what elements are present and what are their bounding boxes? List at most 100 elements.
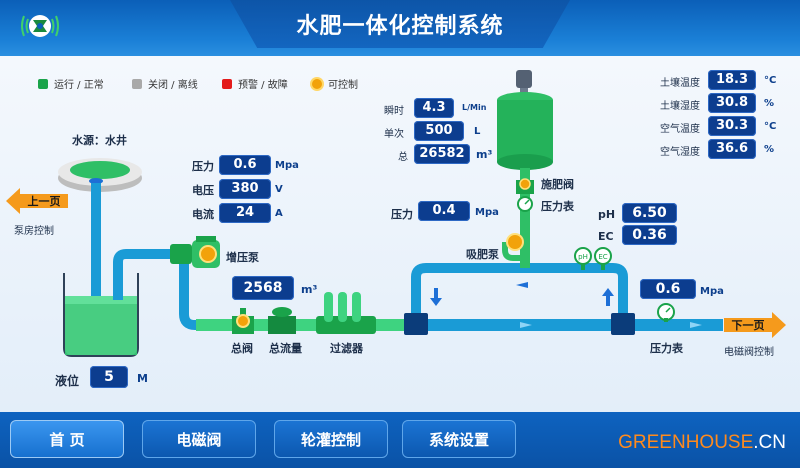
- instant-flow-value: 4.3: [414, 98, 454, 118]
- right-arrow-icon: [724, 312, 786, 338]
- next-page-caption: 电磁阀控制: [724, 347, 774, 358]
- fertilizer-tank-icon: [497, 70, 553, 170]
- pump-voltage-value: 380: [219, 179, 271, 199]
- nav-home-button[interactable]: 首 页: [10, 420, 124, 458]
- filter-icon: [316, 292, 376, 334]
- total-fert-label: 总: [398, 152, 408, 163]
- env-unit: %: [764, 144, 775, 155]
- ph-sensor-icon: pH: [574, 247, 592, 270]
- pump-pressure-unit: Mpa: [275, 160, 299, 171]
- suction-pressure-value: 0.4: [418, 201, 470, 221]
- suction-pressure-label: 压力: [391, 208, 413, 221]
- ec-sensor-icon: EC: [594, 247, 612, 270]
- water-source-label: 水源：水井: [72, 134, 127, 147]
- level-value: 5: [90, 366, 128, 388]
- pump-current-unit: A: [275, 208, 283, 219]
- greenhouse-logo-icon: [18, 6, 62, 46]
- legend-alarm: 预警 / 故障: [222, 76, 288, 91]
- main-flow-label: 总流量: [269, 342, 302, 355]
- single-flow-label: 单次: [384, 129, 404, 140]
- legend-label: 可控制: [328, 80, 358, 91]
- booster-pump-icon: [170, 236, 220, 268]
- outlet-pressure-unit: Mpa: [700, 286, 724, 297]
- legend-label: 运行 / 正常: [54, 80, 104, 91]
- legend-closed: 关闭 / 离线: [132, 76, 198, 91]
- ph-label: pH: [598, 208, 616, 221]
- fertilizer-valve-icon: [516, 178, 534, 194]
- page-title: 水肥一体化控制系统: [296, 14, 504, 39]
- single-flow-unit: L: [474, 126, 481, 137]
- nav-settings-button[interactable]: 系统设置: [402, 420, 516, 458]
- ec-sensor-text: EC: [598, 253, 607, 261]
- suction-pump-icon: [502, 233, 524, 261]
- suction-pump-label: 吸肥泵: [466, 248, 499, 261]
- next-page-button[interactable]: 下一页: [724, 312, 786, 338]
- next-page-label: 下一页: [731, 319, 765, 332]
- level-unit: M: [137, 372, 148, 385]
- pump-voltage-unit: V: [275, 184, 283, 195]
- main-valve-label: 总阀: [231, 342, 253, 355]
- env-label: 土壤湿度: [660, 101, 700, 112]
- total-fert-unit: m³: [476, 148, 493, 161]
- pump-pressure-label: 压力: [192, 160, 214, 173]
- legend-label: 关闭 / 离线: [148, 80, 198, 91]
- legend-controllable-swatch: [312, 78, 322, 89]
- fertilizer-pressure-gauge-icon: [517, 196, 533, 212]
- filter-label: 过滤器: [330, 342, 363, 355]
- legend-running-swatch: [38, 78, 48, 89]
- env-value: 36.6: [708, 139, 756, 159]
- total-fert-value: 26582: [414, 144, 470, 164]
- pump-voltage-label: 电压: [192, 184, 214, 197]
- single-flow-value: 500: [414, 121, 464, 141]
- env-value: 30.3: [708, 116, 756, 136]
- prev-page-label: 上一页: [27, 195, 61, 208]
- env-label: 空气湿度: [660, 147, 700, 158]
- legend-running: 运行 / 正常: [38, 76, 104, 91]
- outlet-gauge-label: 压力表: [650, 342, 683, 355]
- env-label: 空气温度: [660, 124, 700, 135]
- left-arrow-icon: [6, 188, 68, 214]
- fertilizer-gauge-label: 压力表: [541, 200, 574, 213]
- outlet-pressure-gauge-icon: [657, 303, 675, 322]
- outlet-pressure-value: 0.6: [640, 279, 696, 299]
- ph-sensor-text: pH: [578, 253, 588, 261]
- instant-flow-unit: L/Min: [462, 103, 487, 112]
- env-label: 土壤温度: [660, 78, 700, 89]
- pump-current-label: 电流: [192, 208, 214, 221]
- brand-logo: GREENHOUSE.CN: [618, 432, 786, 454]
- header-bar: [0, 0, 800, 56]
- legend-controllable: 可控制: [312, 76, 358, 91]
- nav-rotation-irrigation-button[interactable]: 轮灌控制: [274, 420, 388, 458]
- env-unit: °C: [764, 121, 777, 132]
- legend-closed-swatch: [132, 78, 142, 89]
- footer-nav: 首 页 电磁阀 轮灌控制 系统设置 GREENHOUSE.CN: [0, 412, 800, 468]
- prev-page-button[interactable]: 上一页: [6, 188, 68, 214]
- brand-main: GREENHOUSE: [618, 432, 754, 453]
- pump-pressure-value: 0.6: [219, 155, 271, 175]
- env-unit: %: [764, 98, 775, 109]
- well-head-icon: [58, 158, 142, 192]
- ec-value: 0.36: [622, 225, 677, 245]
- nav-solenoid-button[interactable]: 电磁阀: [142, 420, 256, 458]
- legend-alarm-swatch: [222, 78, 232, 89]
- ec-label: EC: [598, 230, 614, 243]
- ph-value: 6.50: [622, 203, 677, 223]
- suction-pressure-unit: Mpa: [475, 207, 499, 218]
- flow-meter-icon: [268, 307, 296, 334]
- total-flow-value: 2568: [232, 276, 294, 300]
- env-value: 30.8: [708, 93, 756, 113]
- legend-label: 预警 / 故障: [238, 80, 288, 91]
- pump-current-value: 24: [219, 203, 271, 223]
- brand-suffix: .CN: [753, 432, 786, 453]
- env-unit: °C: [764, 75, 777, 86]
- level-label: 液位: [55, 374, 80, 388]
- fertilizer-valve-label: 施肥阀: [541, 178, 574, 191]
- water-tank-icon: [63, 273, 139, 357]
- booster-pump-label: 增压泵: [226, 251, 259, 264]
- instant-flow-label: 瞬时: [384, 106, 404, 117]
- env-value: 18.3: [708, 70, 756, 90]
- main-valve-icon: [232, 308, 254, 334]
- process-diagram: pH EC: [58, 70, 723, 357]
- title-plate: [230, 0, 570, 48]
- total-flow-unit: m³: [301, 283, 318, 296]
